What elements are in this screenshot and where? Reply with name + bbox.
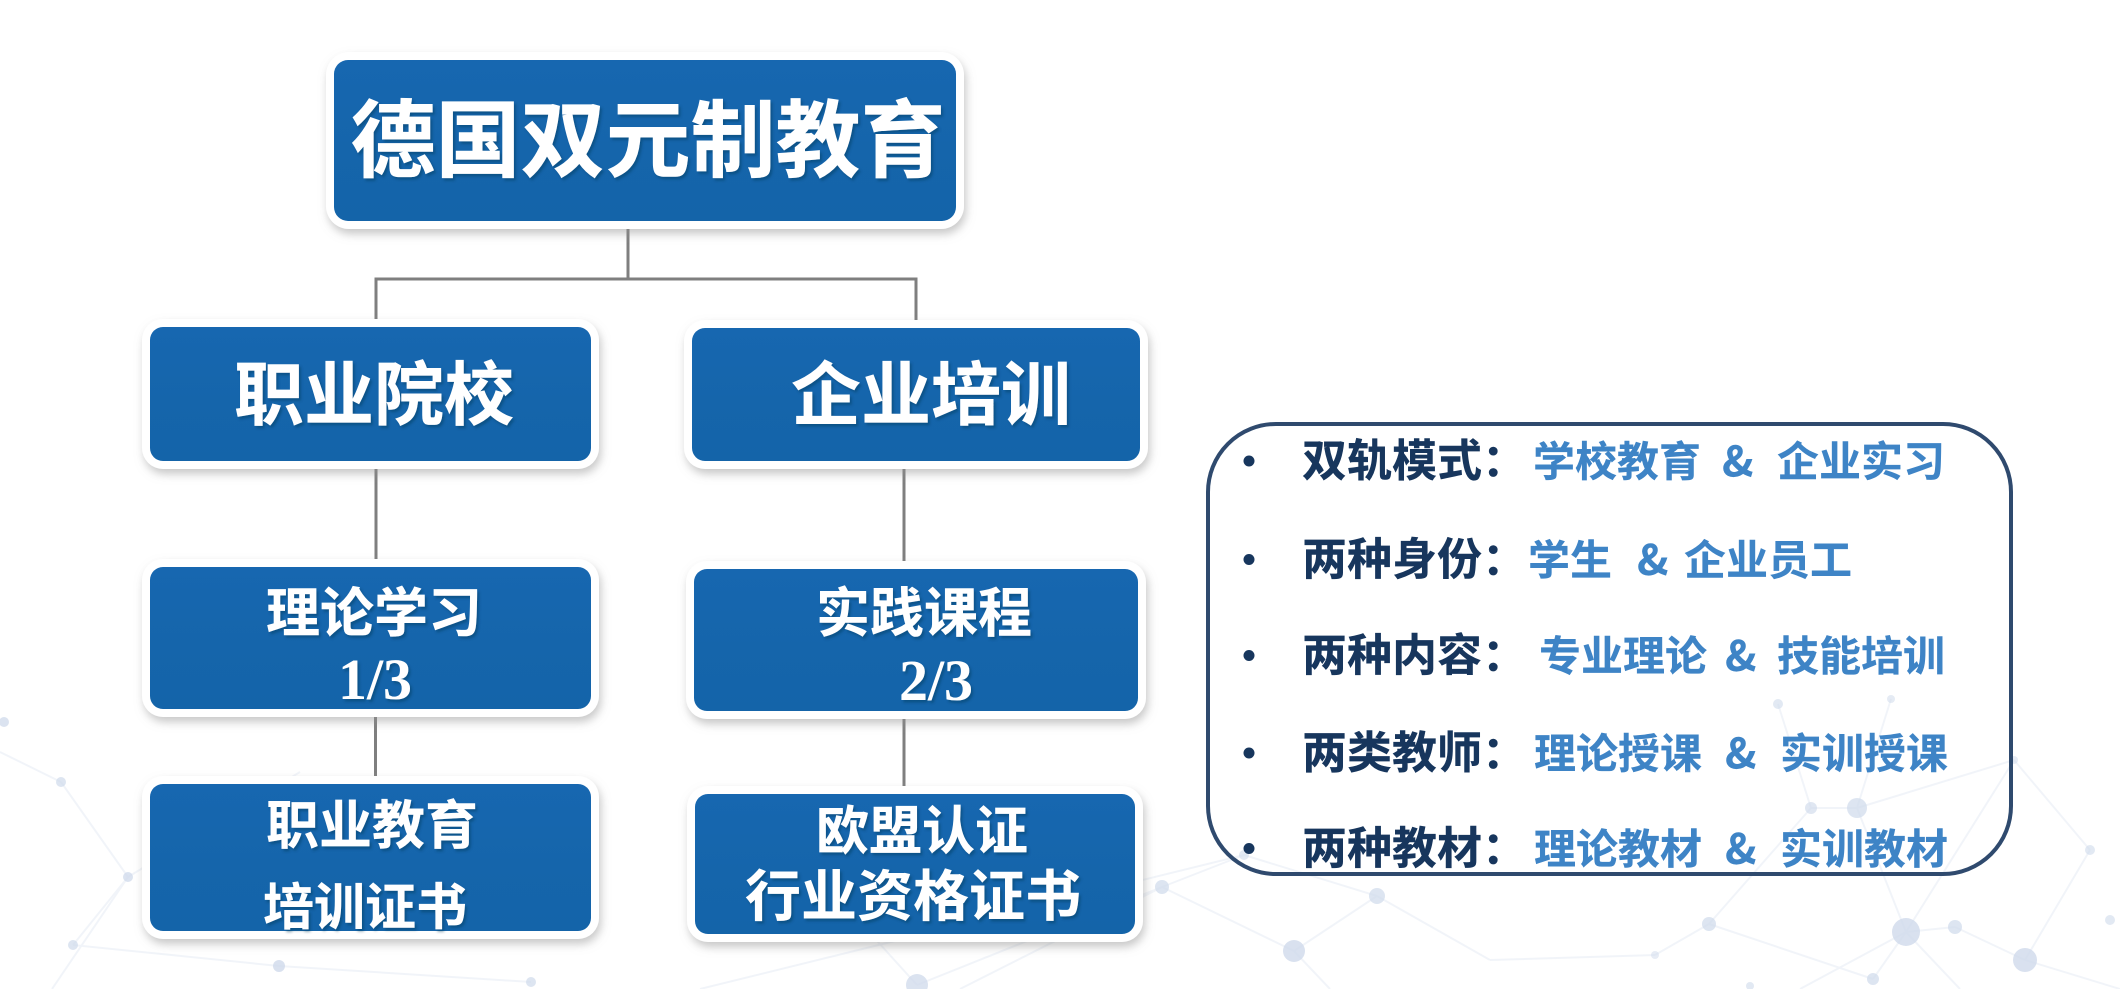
svg-text:2/3: 2/3 — [899, 648, 973, 713]
svg-text:1/3: 1/3 — [338, 647, 412, 712]
